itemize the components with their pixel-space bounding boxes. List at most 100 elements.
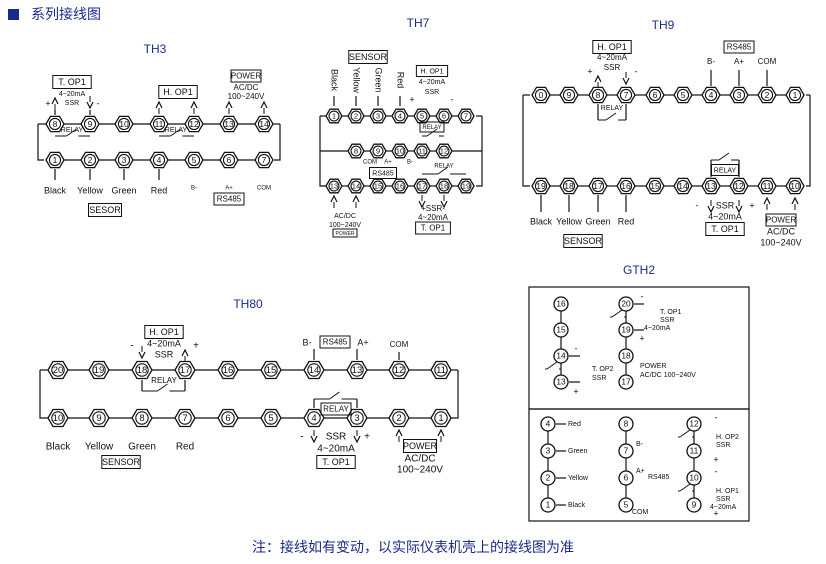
label-text: Red xyxy=(568,421,581,428)
th80-power: POWER xyxy=(403,441,438,451)
wire-line xyxy=(718,152,730,161)
terminal-number: 6 xyxy=(624,473,629,483)
label-text: 100~240V xyxy=(397,465,443,476)
terminal-circle xyxy=(618,497,634,513)
terminal-number: 9 xyxy=(567,90,572,100)
terminal-circle xyxy=(51,411,65,425)
th3-h-op1: H. OP1 xyxy=(163,87,193,97)
label-text: SSR xyxy=(592,375,606,382)
label-text: - xyxy=(696,200,699,210)
label-box xyxy=(563,234,603,248)
terminal-number: 1 xyxy=(332,112,336,121)
label-box xyxy=(319,335,351,349)
terminal-number: 18 xyxy=(564,181,574,191)
label-text: Yellow xyxy=(568,475,589,482)
terminal-circle xyxy=(618,322,634,338)
th7-power-label: POWER xyxy=(336,231,355,237)
label-text: Black xyxy=(44,185,67,195)
terminal-circle xyxy=(619,179,633,193)
gth2-title: GTH2 xyxy=(623,263,655,277)
th80-t-op1: T. OP1 xyxy=(322,457,350,467)
terminal-circle xyxy=(51,363,65,377)
label-text: 4~20mA xyxy=(59,91,86,98)
th7-relay-top: RELAY xyxy=(422,125,441,131)
terminal-number: 6 xyxy=(225,413,230,424)
th3-frame-left xyxy=(37,124,44,161)
terminal-circle xyxy=(460,110,472,122)
arrow-up-icon xyxy=(763,196,771,205)
wire-line xyxy=(426,128,438,137)
terminal-circle xyxy=(83,153,97,167)
terminal-number: 12 xyxy=(189,119,199,129)
terminal-circle xyxy=(618,374,634,390)
label-text: - xyxy=(575,343,578,353)
th9-t-op1: T. OP1 xyxy=(711,224,739,234)
terminal-circle xyxy=(416,180,428,192)
terminal-number: 5 xyxy=(681,90,686,100)
label-text: SSR xyxy=(425,89,439,96)
arrow-down-icon xyxy=(418,200,426,209)
terminal-circle xyxy=(392,363,406,377)
label-text: AC/DC xyxy=(404,454,435,465)
label-text: 4~20mA xyxy=(418,213,449,222)
label-box xyxy=(52,75,92,89)
th7-sensor: SENSOR xyxy=(349,52,388,62)
label-text: T. OP2 xyxy=(592,366,614,373)
terminal-circle xyxy=(178,363,192,377)
terminal-number: 10 xyxy=(53,413,64,424)
th80-frame-right xyxy=(451,370,459,419)
label-text: COM xyxy=(758,57,777,66)
label-text: COM xyxy=(632,509,649,516)
terminal-circle xyxy=(350,363,364,377)
label-text: - xyxy=(451,94,454,104)
terminal-number: 4 xyxy=(157,155,162,165)
th3-frame-right xyxy=(274,124,281,161)
terminal-circle xyxy=(676,88,690,102)
arrow-down-icon xyxy=(707,205,715,214)
terminal-circle xyxy=(686,470,702,486)
terminal-number: 19 xyxy=(621,325,631,335)
terminal-number: 6 xyxy=(442,112,446,121)
terminal-circle xyxy=(788,88,802,102)
terminal-circle xyxy=(392,411,406,425)
terminal-circle xyxy=(394,110,406,122)
page-title: 系列接线图 xyxy=(31,7,101,23)
label-text: 100~240V xyxy=(228,92,265,101)
terminal-number: 1 xyxy=(438,413,443,424)
terminal-number: 9 xyxy=(376,147,380,156)
label-box xyxy=(592,40,632,54)
label-text: B- xyxy=(636,441,644,448)
terminal-number: 19 xyxy=(94,365,105,376)
wire-line xyxy=(170,128,181,137)
terminal-number: 2 xyxy=(354,112,358,121)
label-text: - xyxy=(641,291,644,301)
label-text: - xyxy=(300,432,303,443)
terminal-circle xyxy=(618,416,634,432)
label-text: - xyxy=(130,341,133,352)
th80-rs485: RS485 xyxy=(323,338,348,347)
terminal-number: 4 xyxy=(311,413,316,424)
terminal-circle xyxy=(187,117,201,131)
terminal-number: 3 xyxy=(546,446,551,456)
terminal-number: 10 xyxy=(396,147,404,156)
label-text: RELAY xyxy=(434,164,453,170)
terminal-circle xyxy=(83,117,97,131)
terminal-number: 15 xyxy=(556,325,566,335)
terminal-number: 10 xyxy=(119,119,129,129)
gth2-lower-frame xyxy=(528,408,750,522)
terminal-circle xyxy=(152,153,166,167)
terminal-number: 17 xyxy=(418,182,426,191)
arrow-up-icon xyxy=(190,100,198,109)
th9-title: TH9 xyxy=(652,18,675,32)
terminal-number: 3 xyxy=(354,413,359,424)
label-box xyxy=(415,221,451,235)
label-text: Green xyxy=(568,448,588,455)
label-text: A+ xyxy=(636,468,645,475)
label-box xyxy=(415,65,449,77)
terminal-circle xyxy=(372,180,384,192)
terminal-number: 18 xyxy=(621,351,631,361)
terminal-number: 20 xyxy=(621,299,631,309)
terminal-number: 6 xyxy=(653,90,658,100)
wire-line xyxy=(605,112,617,121)
